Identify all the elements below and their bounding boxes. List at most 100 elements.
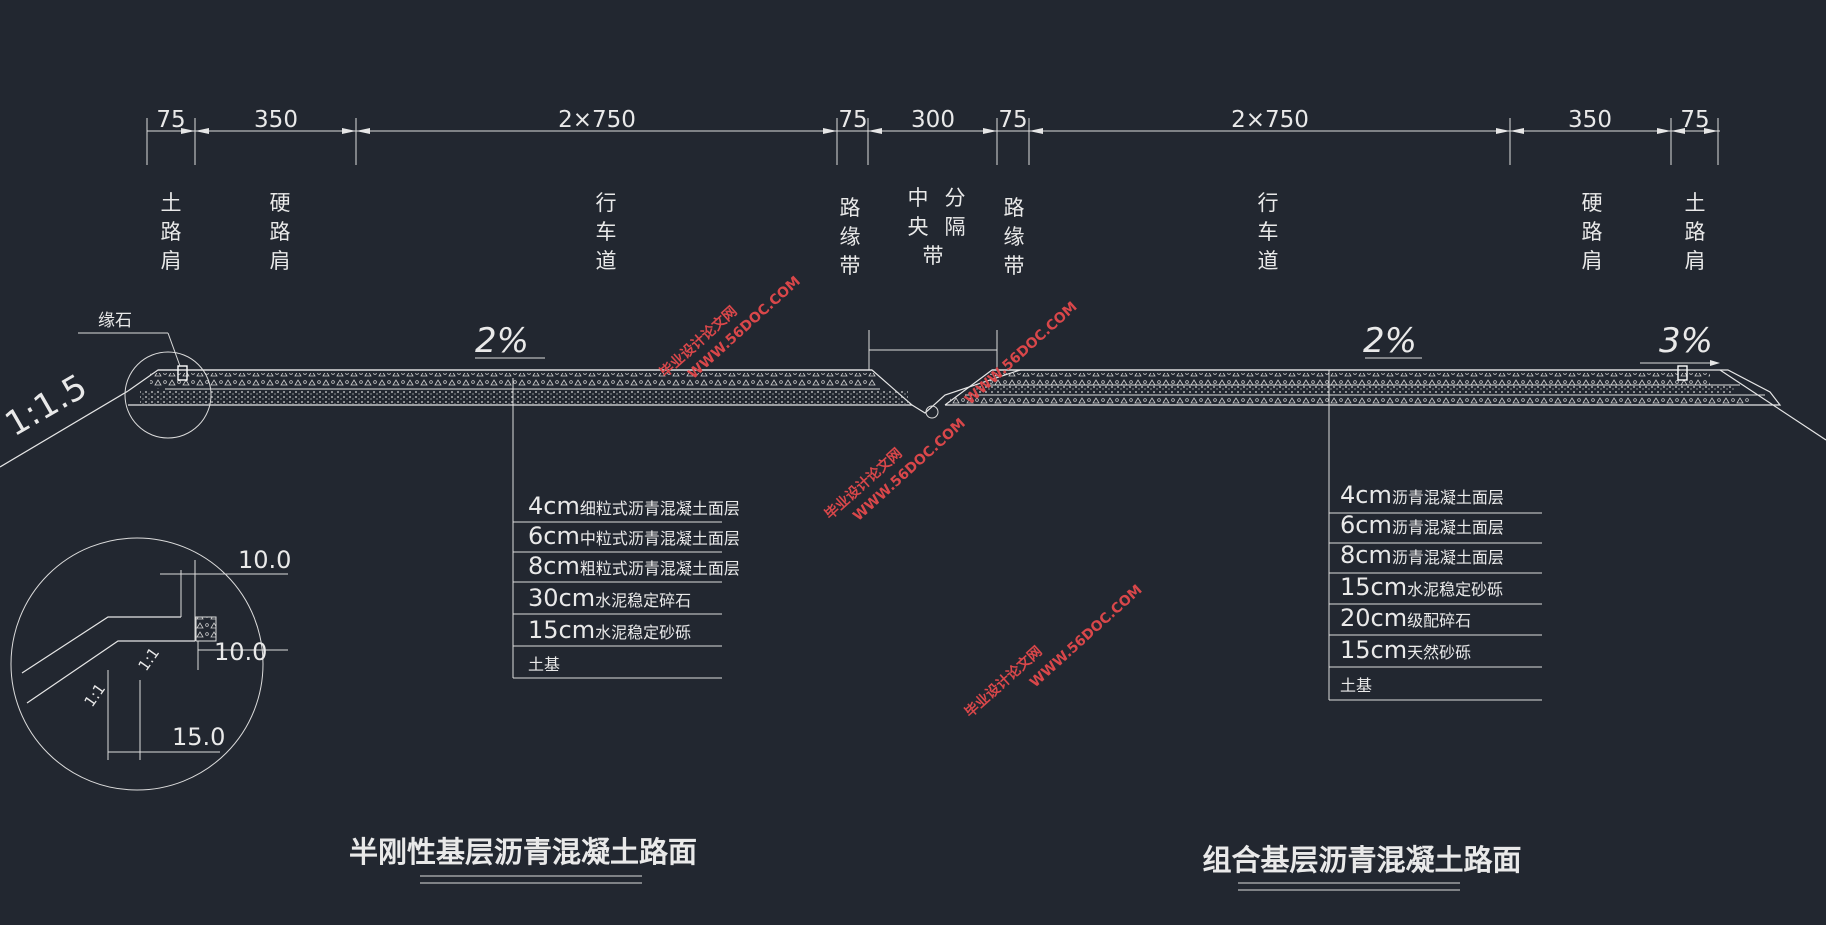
svg-text:6cm中粒式沥青混凝土面层: 6cm中粒式沥青混凝土面层 <box>528 522 740 550</box>
zone-7-char-1: 车 <box>1258 220 1279 244</box>
left-layer-4-thickness: 15cm <box>528 616 595 644</box>
zone-9-char-1: 路 <box>1685 220 1706 244</box>
svg-text:4cm沥青混凝土面层: 4cm沥青混凝土面层 <box>1340 481 1504 509</box>
curb-detail: 10.0 10.0 15.0 1:1 1:1 <box>10 537 291 791</box>
right-layer-3-desc: 水泥稳定砂砾 <box>1407 580 1503 599</box>
zone-2-char-2: 道 <box>596 249 617 273</box>
left-layer-3-desc: 水泥稳定碎石 <box>595 591 691 610</box>
zone-5-char-1: 隔 <box>945 215 966 239</box>
svg-text:8cm沥青混凝土面层: 8cm沥青混凝土面层 <box>1340 541 1504 569</box>
svg-text:6cm沥青混凝土面层: 6cm沥青混凝土面层 <box>1340 511 1504 539</box>
right-layer-legend: 4cm沥青混凝土面层 6cm沥青混凝土面层 8cm沥青混凝土面层 15cm水泥稳… <box>1328 370 1542 701</box>
svg-text:20cm级配碎石: 20cm级配碎石 <box>1340 604 1471 632</box>
left-layer-1-desc: 中粒式沥青混凝土面层 <box>580 529 740 548</box>
left-layer-4-desc: 水泥稳定砂砾 <box>595 623 691 642</box>
left-layer-5-desc: 土基 <box>528 655 560 674</box>
zone-1-char-1: 路 <box>270 220 291 244</box>
right-layer-0-desc: 沥青混凝土面层 <box>1392 488 1504 507</box>
right-title: 组合基层沥青混凝土路面 <box>1202 843 1521 877</box>
zone-3-char-2: 带 <box>840 254 861 278</box>
dim-label-0: 75 <box>156 107 185 133</box>
median <box>868 330 1021 419</box>
right-layer-3-thickness: 15cm <box>1340 573 1407 601</box>
dim-label-3: 75 <box>838 107 867 133</box>
left-layer-3-thickness: 30cm <box>528 584 595 612</box>
zone-8-char-0: 硬 <box>1582 191 1603 215</box>
svg-text:土基: 土基 <box>528 655 560 674</box>
svg-text:15cm水泥稳定砂砾: 15cm水泥稳定砂砾 <box>528 616 691 644</box>
zone-1-char-0: 硬 <box>270 191 291 215</box>
zone-3-char-1: 缘 <box>840 225 861 249</box>
right-slope-label: 2% <box>1363 321 1417 361</box>
zone-0-char-1: 路 <box>161 220 182 244</box>
detail-dim-1: 10.0 <box>238 546 291 574</box>
titles: 半刚性基层沥青混凝土路面 组合基层沥青混凝土路面 <box>349 835 1522 891</box>
svg-text:4cm细粒式沥青混凝土面层: 4cm细粒式沥青混凝土面层 <box>528 492 740 520</box>
zone-5-char-2: 带 <box>923 244 944 268</box>
right-layer-5-thickness: 15cm <box>1340 636 1407 664</box>
right-layer-4-desc: 级配碎石 <box>1407 611 1471 630</box>
left-slope-label: 2% <box>475 321 529 361</box>
right-cross-section: 2% 3% <box>944 321 1826 441</box>
detail-callout-circle <box>124 351 212 439</box>
zone-7-char-0: 行 <box>1258 191 1279 215</box>
svg-text:15cm水泥稳定砂砾: 15cm水泥稳定砂砾 <box>1340 573 1503 601</box>
zone-6-char-1: 缘 <box>1004 225 1025 249</box>
detail-dim-3: 15.0 <box>172 723 225 751</box>
svg-text:8cm粗粒式沥青混凝土面层: 8cm粗粒式沥青混凝土面层 <box>528 552 740 580</box>
curb-label: 缘石 <box>98 311 132 331</box>
left-cross-section: 缘石 1:1.5 2% <box>0 311 914 468</box>
zone-8-char-1: 路 <box>1582 220 1603 244</box>
zone-4-char-1: 央 <box>908 215 929 239</box>
detail-dim-2: 10.0 <box>214 638 267 666</box>
right-layer-2-desc: 沥青混凝土面层 <box>1392 548 1504 567</box>
dim-label-6: 2×750 <box>1231 107 1309 133</box>
dim-label-7: 350 <box>1568 107 1612 133</box>
shoulder-slope-label: 3% <box>1659 321 1713 361</box>
dim-label-4: 300 <box>911 107 955 133</box>
zone-6-char-2: 带 <box>1004 254 1025 278</box>
dim-label-5: 75 <box>998 107 1027 133</box>
right-layer-4-thickness: 20cm <box>1340 604 1407 632</box>
watermark-url-4: WWW.56DOC.COM <box>1027 582 1146 691</box>
right-layer-6-desc: 土基 <box>1340 676 1372 695</box>
zone-4-char-0: 中 <box>908 186 929 210</box>
zone-8-char-2: 肩 <box>1582 249 1603 273</box>
right-layer-2-thickness: 8cm <box>1340 541 1392 569</box>
detail-slope-1: 1:1 <box>135 644 164 674</box>
dimension-line: 75 350 2×750 75 300 75 2×750 350 75 <box>146 107 1720 165</box>
detail-slope-2: 1:1 <box>81 680 110 710</box>
dim-label-1: 350 <box>254 107 298 133</box>
right-layer-1-thickness: 6cm <box>1340 511 1392 539</box>
svg-text:30cm水泥稳定碎石: 30cm水泥稳定碎石 <box>528 584 691 612</box>
side-slope-label: 1:1.5 <box>0 367 94 445</box>
zone-0-char-2: 肩 <box>161 249 182 273</box>
zone-7-char-2: 道 <box>1258 249 1279 273</box>
dim-label-2: 2×750 <box>558 107 636 133</box>
zone-1-char-2: 肩 <box>270 249 291 273</box>
left-layer-1-thickness: 6cm <box>528 522 580 550</box>
zone-2-char-1: 车 <box>596 220 617 244</box>
left-layer-0-desc: 细粒式沥青混凝土面层 <box>580 499 740 518</box>
dim-label-8: 75 <box>1680 107 1709 133</box>
svg-text:15cm天然砂砾: 15cm天然砂砾 <box>1340 636 1471 664</box>
zone-labels: 土 路 肩 硬 路 肩 行 车 道 路 缘 带 中 央 分 隔 带 路 缘 带 … <box>161 186 1706 278</box>
right-layer-0-thickness: 4cm <box>1340 481 1392 509</box>
svg-text:土基: 土基 <box>1340 676 1372 695</box>
right-layer-1-desc: 沥青混凝土面层 <box>1392 518 1504 537</box>
zone-0-char-0: 土 <box>161 191 182 215</box>
left-layer-0-thickness: 4cm <box>528 492 580 520</box>
zone-2-char-0: 行 <box>596 191 617 215</box>
left-layer-2-thickness: 8cm <box>528 552 580 580</box>
curb-stone <box>177 365 188 381</box>
right-curb-stone <box>1677 365 1688 381</box>
watermarks: 毕业设计论文网 WWW.56DOC.COM WWW.56DOC.COM 毕业设计… <box>656 273 1146 721</box>
zone-9-char-0: 土 <box>1685 191 1706 215</box>
zone-6-char-0: 路 <box>1004 196 1025 220</box>
zone-3-char-0: 路 <box>840 196 861 220</box>
left-layer-legend: 4cm细粒式沥青混凝土面层 6cm中粒式沥青混凝土面层 8cm粗粒式沥青混凝土面… <box>512 378 740 679</box>
right-layer-5-desc: 天然砂砾 <box>1407 643 1471 662</box>
left-layer-2-desc: 粗粒式沥青混凝土面层 <box>580 559 740 578</box>
left-title: 半刚性基层沥青混凝土路面 <box>349 835 697 869</box>
